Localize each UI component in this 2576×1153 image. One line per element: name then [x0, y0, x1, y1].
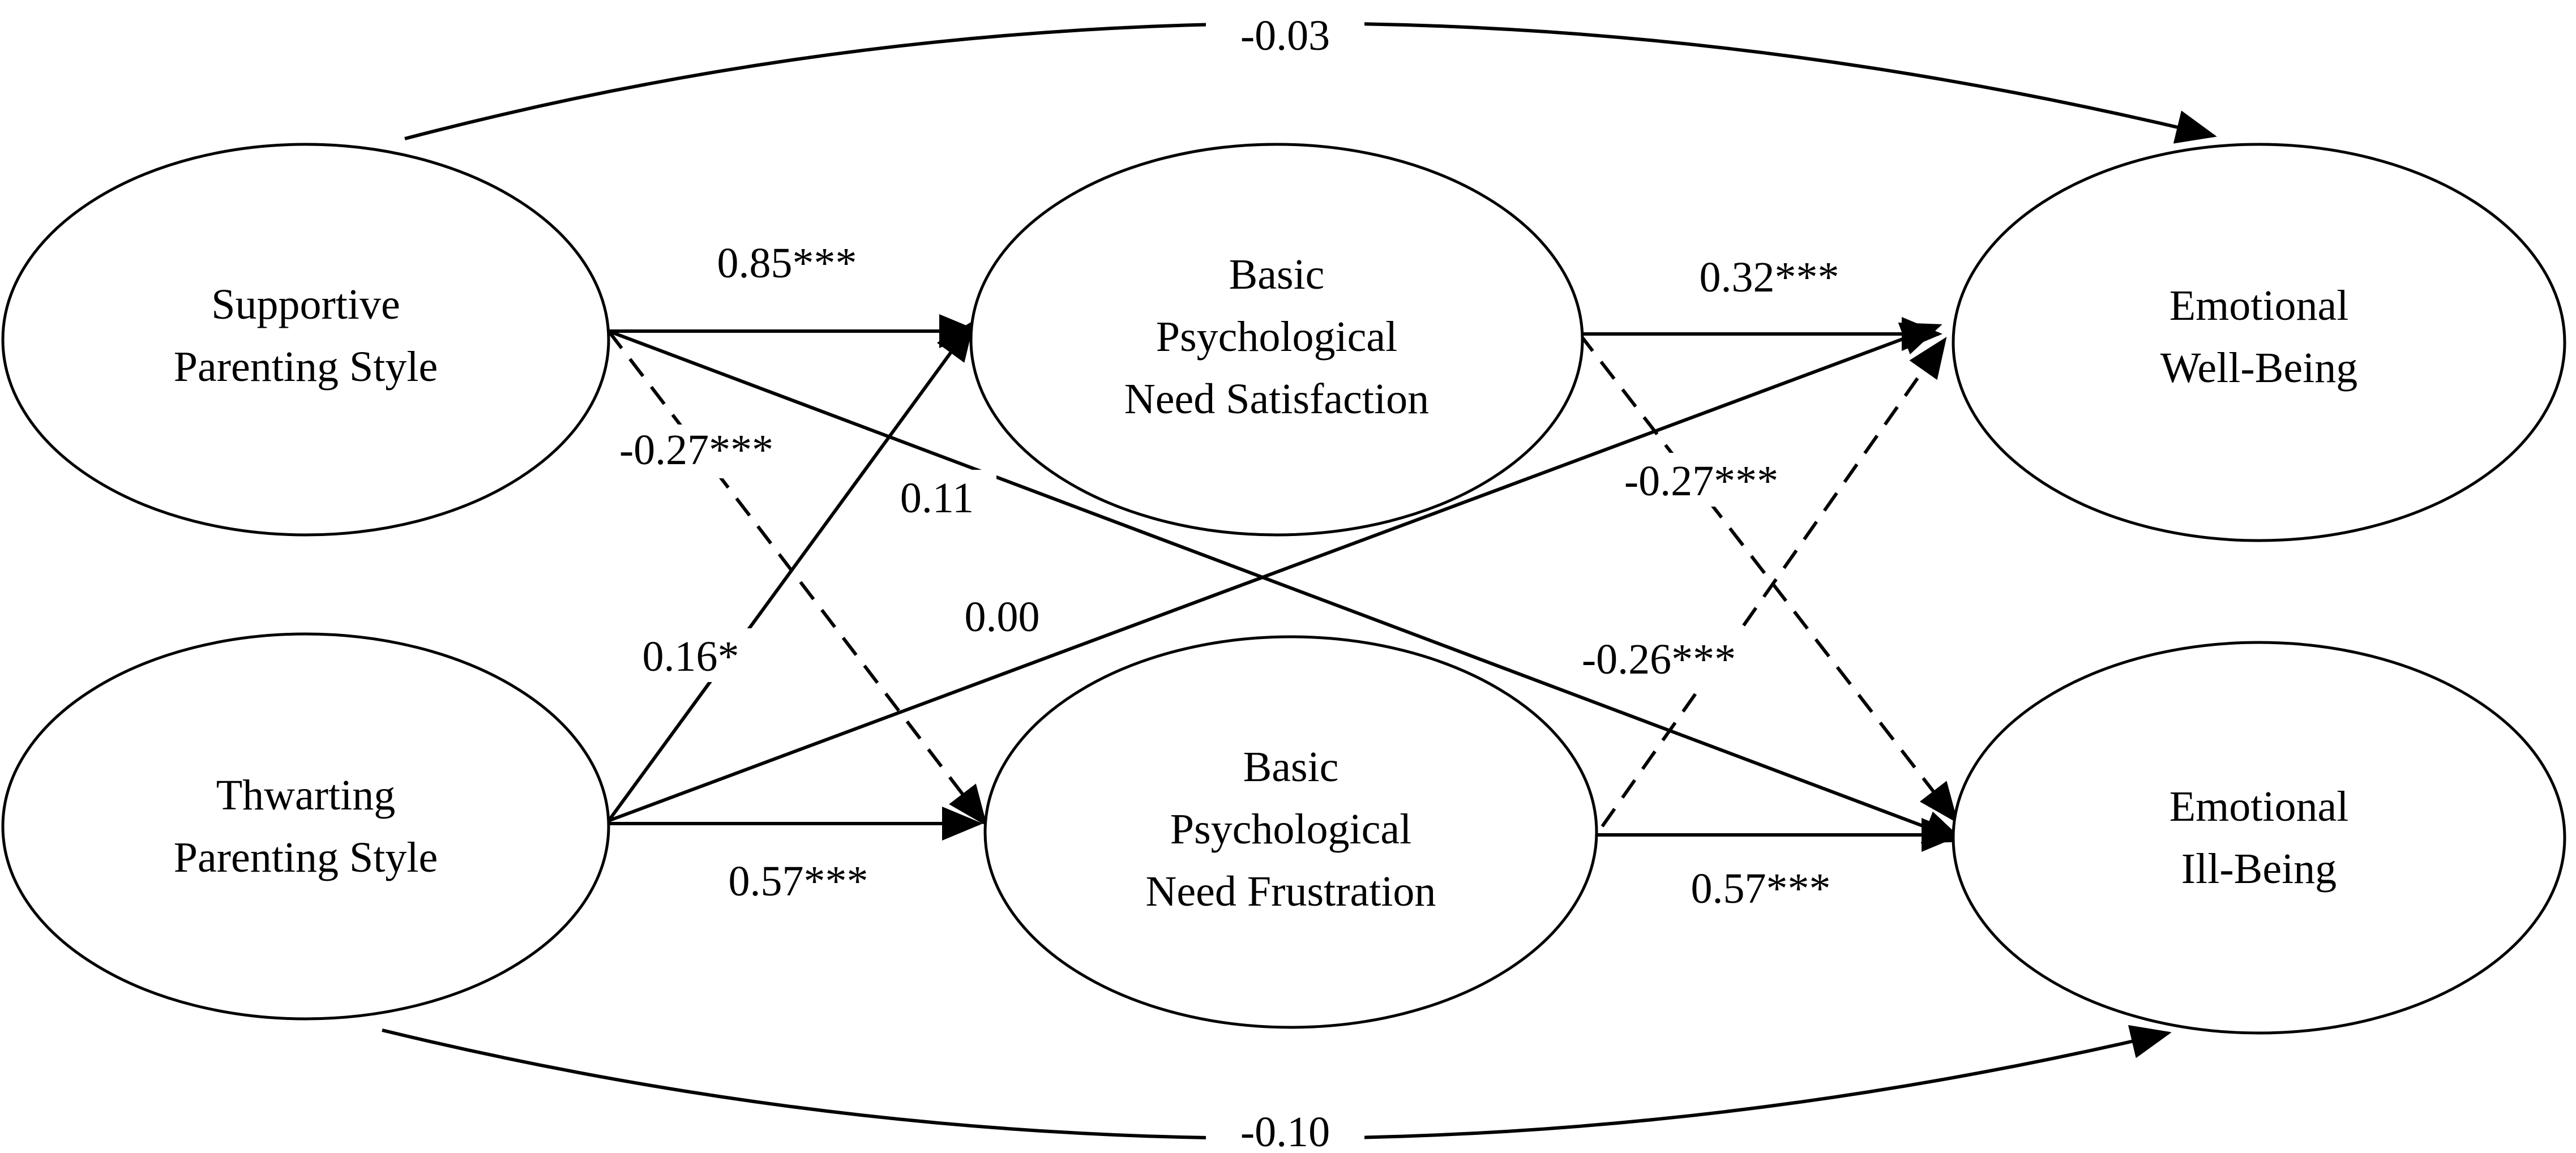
edge-frustration-to-wellbeing	[1601, 337, 1947, 828]
node-supportive-parenting-style: Supportive Parenting Style	[1, 143, 610, 537]
node-thwarting-line-1: Thwarting	[216, 771, 396, 819]
node-emotional-ill-being: Emotional Ill-Being	[1952, 641, 2566, 1035]
label-satisfaction-to-wellbeing: 0.32***	[1700, 254, 1839, 301]
node-emotional-well-being: Emotional Well-Being	[1952, 143, 2566, 542]
edge-satisfaction-to-illbeing	[1578, 333, 1958, 824]
label-thwarting-to-frustration: 0.57***	[729, 858, 868, 905]
label-thwarting-to-illbeing: -0.10	[1240, 1108, 1330, 1153]
node-thwarting-parenting-style: Thwarting Parenting Style	[1, 632, 610, 1021]
label-satisfaction-to-illbeing: -0.27***	[1624, 457, 1778, 505]
node-frustration-line-1: Basic	[1243, 743, 1339, 791]
label-frustration-to-wellbeing: -0.26***	[1582, 636, 1736, 683]
node-frustration-line-2: Psychological	[1170, 805, 1411, 853]
node-satisfaction-line-2: Psychological	[1156, 313, 1397, 361]
edge-thwarting-to-satisfaction	[607, 320, 975, 822]
label-frustration-to-illbeing: 0.57***	[1691, 865, 1831, 912]
label-supportive-to-frustration: -0.27***	[619, 426, 773, 474]
label-supportive-to-satisfaction: 0.85***	[717, 239, 857, 287]
node-satisfaction-line-1: Basic	[1229, 251, 1325, 298]
node-supportive-line-1: Supportive	[211, 281, 400, 328]
label-thwarting-to-satisfaction: 0.16*	[643, 633, 739, 680]
node-need-frustration: Basic Psychological Need Frustration	[983, 635, 1598, 1029]
edge-thwarting-to-wellbeing	[607, 322, 1942, 822]
label-supportive-to-illbeing: 0.11	[900, 474, 974, 522]
node-frustration-line-3: Need Frustration	[1146, 868, 1436, 915]
node-wellbeing-line-1: Emotional	[2170, 282, 2349, 329]
node-need-satisfaction: Basic Psychological Need Satisfaction	[969, 143, 1584, 537]
node-illbeing-line-2: Ill-Being	[2181, 845, 2337, 893]
node-supportive-line-2: Parenting Style	[174, 343, 438, 391]
node-illbeing-line-1: Emotional	[2170, 783, 2349, 830]
label-supportive-to-wellbeing: -0.03	[1240, 12, 1330, 59]
node-wellbeing-line-2: Well-Being	[2160, 344, 2357, 392]
label-thwarting-to-wellbeing: 0.00	[965, 593, 1040, 641]
edge-supportive-to-illbeing	[607, 329, 1965, 843]
node-satisfaction-line-3: Need Satisfaction	[1124, 375, 1429, 423]
node-thwarting-line-2: Parenting Style	[174, 834, 438, 881]
